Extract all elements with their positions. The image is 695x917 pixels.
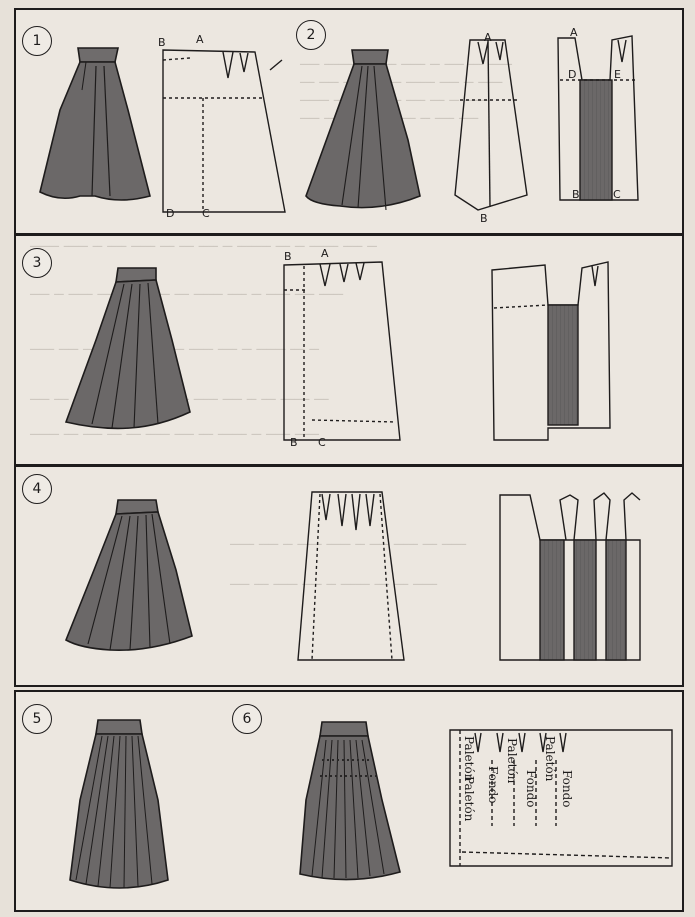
pattern-draft-2a <box>454 39 528 211</box>
point-label-A: A <box>570 26 578 39</box>
point-label-B: B <box>572 188 580 201</box>
piece-label-paleton: Paletón <box>462 776 476 822</box>
figure-number-1: 1 <box>22 26 52 56</box>
figure-number-5: 5 <box>22 704 52 734</box>
point-label-A: A <box>196 33 204 46</box>
point-label-B: B <box>158 36 166 49</box>
figure-number-4: 4 <box>22 474 52 504</box>
point-label-D: D <box>568 68 577 81</box>
pattern-draft-6 <box>449 729 673 867</box>
point-label-A: A <box>484 31 492 44</box>
pattern-draft-3b <box>491 261 611 441</box>
point-label-C: C <box>613 188 621 201</box>
point-label-B: B <box>480 212 488 225</box>
skirt-illustration-6 <box>299 721 401 881</box>
piece-label-fondo: Fondo <box>560 770 574 808</box>
piece-label-paleton: Paletón <box>543 736 557 782</box>
piece-label-fondo: Fondo <box>486 766 500 804</box>
point-label-A: A <box>321 247 329 260</box>
figure-number-3: 3 <box>22 248 52 278</box>
piece-label-paleton: Paletón <box>462 736 476 782</box>
pattern-draft-1 <box>162 49 286 213</box>
skirt-illustration-3 <box>64 267 191 430</box>
skirt-illustration-5 <box>69 719 169 889</box>
skirt-illustration-1 <box>39 47 151 201</box>
point-label-B: B <box>290 436 298 449</box>
pattern-draft-4a <box>297 491 405 661</box>
point-label-C: C <box>202 207 210 220</box>
piece-label-paleton: Paletón <box>505 738 519 784</box>
point-label-E: E <box>614 68 621 81</box>
point-label-D: D <box>166 207 175 220</box>
pattern-draft-4b <box>499 492 641 661</box>
point-label-B: B <box>284 250 292 263</box>
skirt-illustration-2 <box>305 49 421 211</box>
piece-label-fondo: Fondo <box>524 770 538 808</box>
point-label-C: C <box>318 436 326 449</box>
figure-number-6: 6 <box>232 704 262 734</box>
pattern-draft-2b <box>557 35 639 201</box>
pattern-draft-3a <box>283 261 401 441</box>
skirt-illustration-4 <box>64 499 193 652</box>
figure-number-2: 2 <box>296 20 326 50</box>
